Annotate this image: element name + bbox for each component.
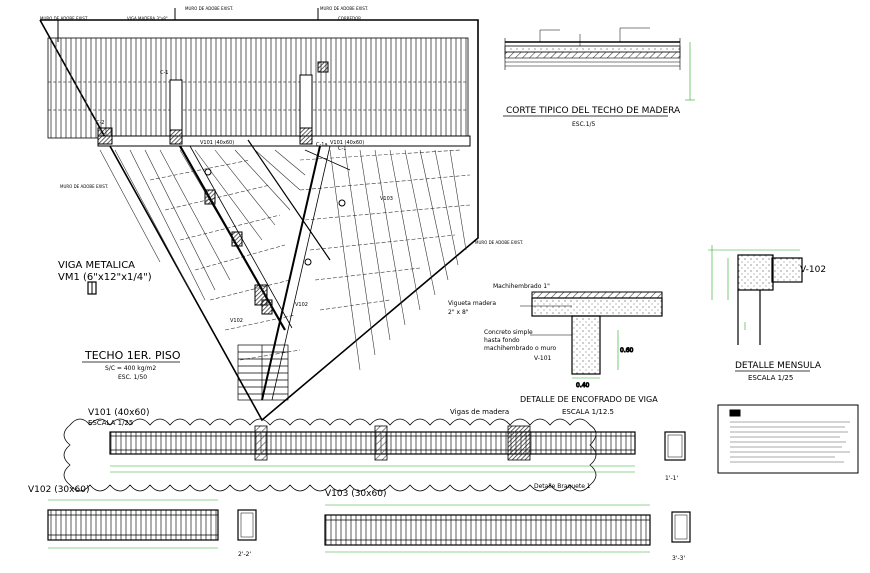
plan-scale: ESC. 1/50 [118, 374, 147, 381]
v103-title: V103 (30x60) [325, 489, 386, 499]
roof-section-detail: CORTE TIPICO DEL TECHO DE MADERA ESC.1/5 [503, 27, 695, 128]
viga-metalica-spec: VM1 (6"x12"x1/4") [58, 272, 152, 283]
encofrado-title: DETALLE DE ENCOFRADO DE VIGA [520, 395, 658, 404]
plan-load: S/C = 400 kg/m2 [105, 365, 156, 372]
roof-plan [39, 8, 479, 422]
plan-side-label: MURO DE ADOBE EXIST. [60, 184, 108, 189]
beam-label: V102 [230, 318, 243, 324]
encofrado-scale: ESCALA 1/12.5 [562, 408, 614, 416]
v102-title: V102 (30x60) [28, 485, 89, 495]
v103-section: 3'-3' [672, 555, 685, 562]
v101-title: V101 (40x60) [88, 408, 149, 418]
encofrado-dim: 0.40 [576, 382, 590, 389]
beam-section-1 [664, 431, 686, 461]
v101-detail: Detalle Braquete 1 [534, 483, 591, 490]
beam-label: V102 [295, 302, 308, 308]
encofrado-dim: 0.60 [620, 347, 634, 354]
beam-section-3 [671, 511, 691, 543]
viga-metalica-title: VIGA METALICA [58, 260, 135, 271]
column-hatch [299, 127, 313, 145]
v101-note: Vigas de madera [450, 408, 509, 416]
encofrado-label: 2" x 8" [448, 309, 469, 316]
beam-v103-plan [261, 145, 321, 401]
mensula-detail: V-102 DETALLE MENSULA ESCALA 1/25 [708, 245, 826, 382]
beam-v102-elevation: V102 (30x60) 2'-2' [28, 485, 257, 558]
encofrado-label: machihembrado o muro [484, 345, 557, 352]
roof-deck-top [47, 37, 469, 139]
encofrado-label: V-101 [534, 355, 552, 362]
beam-v101-elevation: V101 (40x60) ESCALA 1/25 Vigas de madera… [63, 408, 686, 492]
plan-title: TECHO 1ER. PISO [84, 349, 181, 362]
mensula-title: DETALLE MENSULA [735, 361, 822, 371]
encofrado-label: Vigueta madera [448, 300, 496, 307]
plan-top-label: MURO DE ADOBE EXIST. [320, 6, 368, 11]
plan-top-label: VIGA MADERA 3"x8" [127, 16, 168, 21]
notes-box [717, 404, 859, 474]
column-hatch [169, 129, 183, 145]
encofrado-label: Machihembrado 1" [493, 283, 550, 290]
beam-section-2 [237, 509, 257, 541]
staircase [237, 344, 289, 401]
v101-scale: ESCALA 1/25 [88, 419, 133, 427]
plan-side-label: MURO DE ADOBE EXIST. [475, 240, 523, 245]
roof-section-scale: ESC.1/5 [572, 121, 596, 128]
encofrado-detail: Machihembrado 1" Vigueta madera 2" x 8" … [448, 283, 663, 416]
plan-top-label: CORREDOR [338, 16, 361, 21]
v101-section: 1'-1' [665, 475, 678, 482]
revision-cloud [63, 418, 597, 492]
mensula-scale: ESCALA 1/25 [748, 374, 793, 382]
column-label: C-1 [160, 70, 168, 76]
beam-label: V103 [380, 196, 393, 202]
column-label: C-1a [316, 142, 328, 148]
column-label: C-2 [96, 120, 104, 126]
roof-section-title: CORTE TIPICO DEL TECHO DE MADERA [506, 106, 681, 116]
column-label: C-1 [338, 146, 346, 152]
beam-v103-elevation: V103 (30x60) 3'-3' [324, 489, 691, 562]
encofrado-label: Concreto simple [484, 329, 533, 336]
column-hatch [97, 127, 113, 145]
mensula-beam-label: V-102 [800, 265, 826, 275]
beam-v101-plan [97, 135, 471, 147]
diagonal-joist-field [99, 149, 471, 371]
beam-label: V101 (40x60) [330, 140, 364, 146]
plan-labels: MURO DE ADOBE EXIST. VIGA MADERA 3"x8" M… [40, 6, 523, 381]
beam-label: V101 (40x60) [200, 140, 234, 146]
encofrado-label: hasta fondo [484, 337, 520, 344]
v102-section: 2'-2' [238, 551, 251, 558]
plan-top-label: MURO DE ADOBE EXIST. [40, 16, 88, 21]
plan-top-label: MURO DE ADOBE EXIST. [185, 6, 233, 11]
